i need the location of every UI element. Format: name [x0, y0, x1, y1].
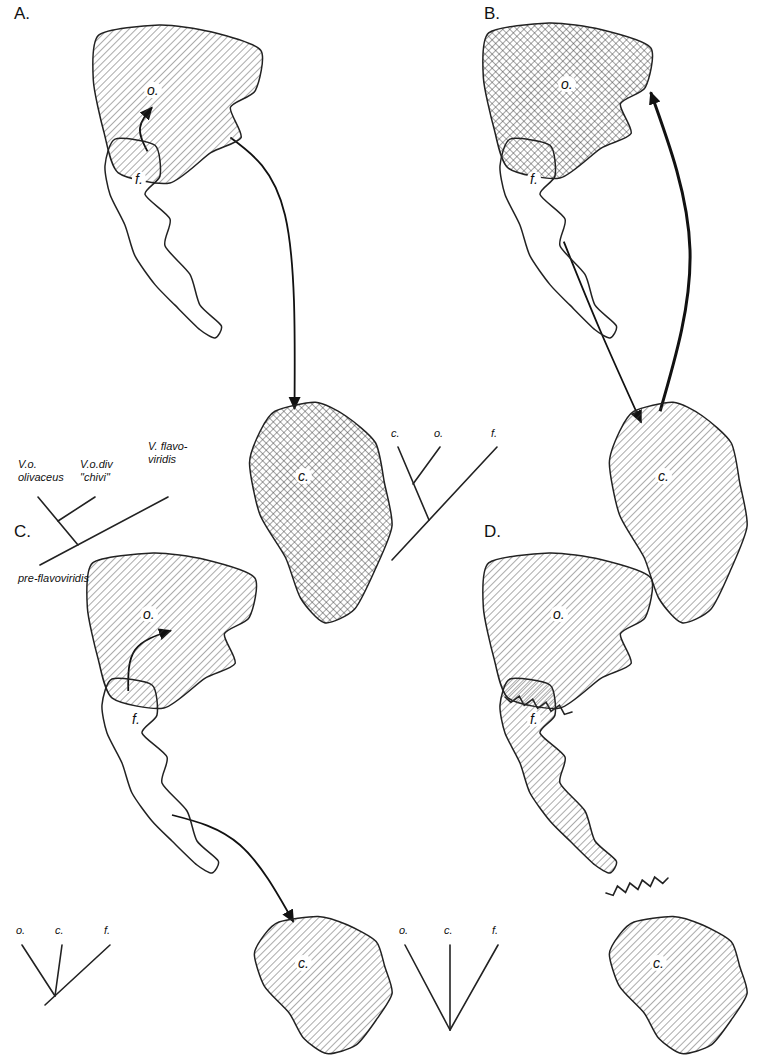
cladogram-c [22, 945, 110, 1005]
region-outline [93, 25, 263, 183]
region-outline [605, 915, 750, 1055]
clado-label: c. [391, 427, 400, 440]
clado-label: o. [399, 924, 408, 937]
region-outline [500, 678, 617, 873]
region-shape: o. [88, 20, 266, 188]
clado-label: f. [104, 924, 110, 937]
region-label: c. [295, 955, 312, 971]
region-outline [483, 23, 653, 179]
region-outline [87, 553, 257, 709]
dispersal-arrow [172, 815, 294, 922]
region-outline [495, 675, 620, 875]
clado-label: c. [444, 924, 453, 937]
panel-letter: B. [484, 4, 500, 24]
cladogram-b [392, 447, 497, 560]
region-outline [82, 548, 260, 713]
region-shape: f. [100, 135, 225, 340]
region-outline [495, 135, 620, 340]
region-label: c. [655, 468, 672, 484]
panel-letter: D. [484, 522, 501, 542]
dispersal-arrow [651, 92, 690, 411]
clado-label: c. [55, 924, 64, 937]
region-outline [245, 400, 395, 625]
clado-label: o. [434, 427, 443, 440]
region-shape: c. [605, 915, 750, 1055]
region-outline [102, 678, 219, 873]
barrier-zigzag [606, 877, 668, 895]
region-label: o. [550, 606, 568, 622]
clado-label: pre-flavoviridis [18, 572, 89, 585]
region-outline [100, 135, 225, 340]
dispersal-arrow [230, 138, 294, 409]
region-label: f. [129, 711, 143, 727]
dispersal-arrow [564, 242, 642, 423]
region-outline [254, 916, 392, 1053]
region-shape: c. [245, 400, 395, 625]
clado-label: V.o.div "chivi" [80, 458, 130, 483]
region-label: f. [132, 171, 146, 187]
region-outline [97, 675, 222, 875]
barrier-zigzag [505, 696, 668, 895]
panel-letter: C. [14, 522, 31, 542]
region-label: o. [140, 606, 158, 622]
clado-label: f. [491, 427, 497, 440]
region-outline [609, 916, 747, 1053]
clado-label: f. [492, 924, 498, 937]
region-shape: f. [495, 675, 620, 875]
region-shape: o. [478, 18, 656, 183]
region-outline [105, 138, 222, 338]
clado-label: V.o. olivaceus [18, 458, 76, 483]
region-outline [88, 20, 266, 188]
region-outline [500, 138, 617, 338]
region-shape: o. [82, 548, 260, 713]
region-outline [478, 18, 656, 183]
region-label: c. [650, 955, 667, 971]
region-shape: f. [495, 135, 620, 340]
region-shape: f. [97, 675, 222, 875]
region-label: o. [144, 82, 162, 98]
region-label: c. [295, 468, 312, 484]
region-label: f. [527, 171, 541, 187]
clado-label: o. [16, 924, 25, 937]
region-label: f. [527, 711, 541, 727]
panel-letter: A. [14, 4, 30, 24]
region-shape: c. [250, 915, 395, 1055]
region-label: o. [558, 76, 576, 92]
clado-label: V. flavo- viridis [148, 440, 196, 465]
cladogram-d [405, 945, 498, 1030]
region-outline [250, 915, 395, 1055]
region-outline [250, 402, 393, 623]
